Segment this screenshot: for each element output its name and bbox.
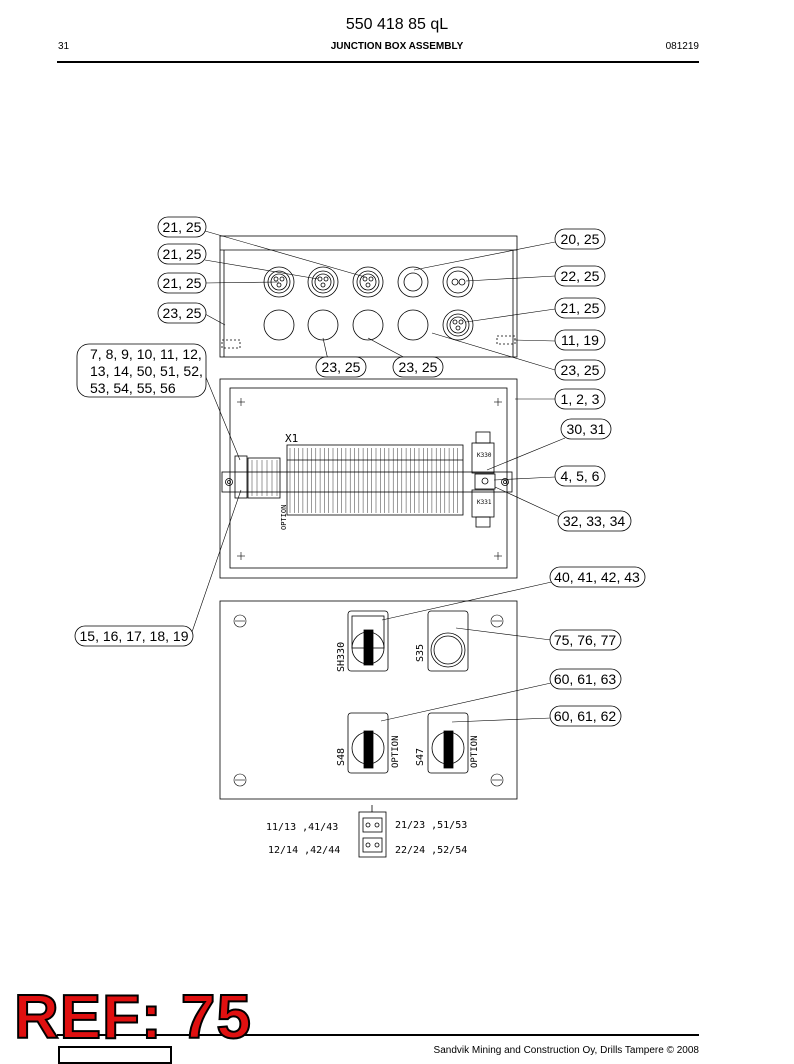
option-label: OPTION [280, 505, 288, 530]
callout-label: 40, 41, 42, 43 [554, 569, 640, 585]
footer-copyright: Sandvik Mining and Construction Oy, Dril… [433, 1045, 699, 1056]
blanking-plug [263, 309, 295, 341]
callout-label: 11, 19 [561, 332, 599, 348]
callout-label: 23, 25 [561, 362, 600, 378]
relay-label: K331 [477, 499, 492, 506]
callout-label: 21, 25 [163, 246, 202, 262]
page-title: JUNCTION BOX ASSEMBLY [330, 41, 464, 52]
switch-label: S35 [415, 644, 426, 662]
selector-switch [347, 610, 389, 672]
callout-label: 20, 25 [561, 231, 600, 247]
blanking-plug [397, 309, 429, 341]
cable-gland [307, 266, 339, 298]
contact-block [358, 805, 387, 858]
contact-label: 22/24 ,52/54 [395, 845, 467, 856]
cable-gland [352, 266, 384, 298]
document-number: 550 418 85 qL [345, 16, 449, 33]
terminal-strips [251, 448, 458, 513]
callout-label: 1, 2, 3 [561, 391, 600, 407]
relay-label: K330 [477, 452, 492, 459]
document-date: 081219 [665, 41, 699, 52]
callout-label: 21, 25 [163, 219, 202, 235]
cable-gland [442, 266, 474, 298]
selector-switch [347, 712, 389, 774]
callout-label: 7, 8, 9, 10, 11, 12, [90, 346, 202, 362]
option-label: OPTION [470, 735, 480, 768]
callout-label: 75, 76, 77 [554, 632, 616, 648]
selector-switch [427, 712, 469, 774]
callout-label: 23, 25 [163, 305, 202, 321]
callout-label: 32, 33, 34 [563, 513, 625, 529]
callout-label: 53, 54, 55, 56 [90, 380, 176, 396]
contact-label: 21/23 ,51/53 [395, 820, 467, 831]
cable-gland [442, 309, 474, 341]
cable-gland [397, 266, 429, 298]
callout-label: 60, 61, 63 [554, 671, 616, 687]
callout-label: 4, 5, 6 [561, 468, 600, 484]
callout-label: 30, 31 [567, 421, 606, 437]
footer-divider [57, 1034, 699, 1036]
mounting-plate [219, 378, 518, 579]
push-button [427, 610, 469, 672]
reference-stamp: REF: 75 [13, 982, 252, 1053]
callout-label: 60, 61, 62 [554, 708, 616, 724]
blanking-plug [352, 309, 384, 341]
page-number: 31 [58, 41, 70, 52]
contact-label: 12/14 ,42/44 [268, 845, 340, 856]
contact-label: 11/13 ,41/43 [266, 822, 338, 833]
callout-label: 22, 25 [561, 268, 600, 284]
callout-label: 23, 25 [322, 359, 361, 375]
callout-label: 21, 25 [561, 300, 600, 316]
leader-lines [191, 230, 566, 723]
terminal-label: X1 [285, 432, 298, 445]
callout-label: 15, 16, 17, 18, 19 [80, 628, 189, 644]
callout-label: 13, 14, 50, 51, 52, [90, 363, 203, 379]
callout-label: 21, 25 [163, 275, 202, 291]
switch-label: S47 [415, 748, 426, 766]
switch-label: S48 [336, 748, 347, 766]
gland-plate [219, 235, 518, 358]
blanking-plug [307, 309, 339, 341]
callout-label: 23, 25 [399, 359, 438, 375]
header-divider [57, 61, 699, 63]
control-panel [219, 600, 518, 800]
switch-label: SH330 [336, 642, 347, 672]
option-label: OPTION [391, 735, 401, 768]
